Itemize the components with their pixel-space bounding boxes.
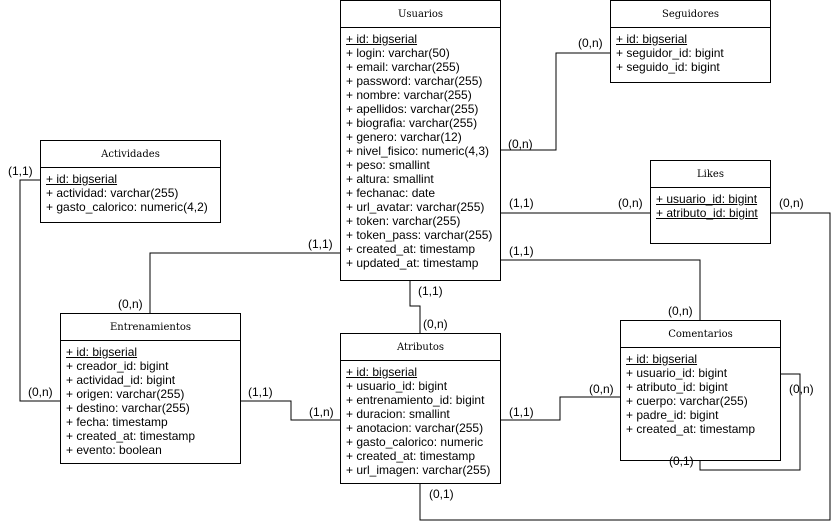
cardinality-label: (1,1) — [509, 244, 534, 258]
attribute-pk: + id: bigserial — [626, 352, 698, 366]
line-atributos-likes — [419, 212, 831, 521]
attribute: + url_avatar: varchar(255) — [346, 200, 485, 214]
attribute-list: + id: bigserial + creador_id: bigint + a… — [61, 341, 240, 457]
cardinality-label: (0,n) — [118, 297, 143, 311]
cardinality-label: (0,1) — [429, 487, 454, 501]
attribute: + padre_id: bigint — [626, 408, 719, 422]
attribute: + email: varchar(255) — [346, 60, 460, 74]
attribute: + created_at: timestamp — [66, 429, 196, 443]
line-actividades-entrenamientos — [19, 179, 60, 402]
attribute-pk: + atributo_id: bigint — [656, 206, 758, 220]
attribute: + password: varchar(255) — [346, 74, 483, 88]
cardinality-label: (0,1) — [669, 454, 694, 468]
line-usuarios-atributos — [409, 280, 421, 333]
attribute: + seguido_id: bigint — [616, 60, 720, 74]
entity-title: Actividades — [41, 141, 220, 168]
attribute: + actividad_id: bigint — [66, 373, 176, 387]
entity-actividades[interactable]: Actividades + id: bigserial + actividad:… — [40, 140, 221, 223]
cardinality-label: (0,n) — [779, 196, 804, 210]
attribute: + gasto_calorico: numeric — [346, 435, 484, 449]
line-entrenamientos-atributos — [240, 400, 340, 421]
attribute-pk: + id: bigserial — [616, 32, 688, 46]
attribute-list: + usuario_id: bigint + atributo_id: bigi… — [651, 188, 770, 220]
attribute: + nombre: varchar(255) — [346, 88, 472, 102]
entity-title: Usuarios — [341, 1, 500, 28]
attribute-list: + id: bigserial + usuario_id: bigint + a… — [621, 348, 780, 436]
line-atributos-comentarios — [500, 396, 620, 421]
cardinality-label: (0,n) — [578, 36, 603, 50]
attribute: + nivel_fisico: numeric(4,3) — [346, 144, 490, 158]
attribute: + atributo_id: bigint — [626, 380, 728, 394]
attribute: + biografia: varchar(255) — [346, 116, 478, 130]
entity-likes[interactable]: Likes + usuario_id: bigint + atributo_id… — [650, 160, 771, 244]
attribute: + created_at: timestamp — [346, 449, 476, 463]
cardinality-label: (1,1) — [308, 237, 333, 251]
attribute: + entrenamiento_id: bigint — [346, 393, 485, 407]
attribute-list: + id: bigserial + actividad: varchar(255… — [41, 168, 220, 214]
cardinality-label: (1,1) — [418, 284, 443, 298]
attribute: + duracion: smallint — [346, 407, 450, 421]
cardinality-label: (0,n) — [589, 382, 614, 396]
cardinality-label: (0,n) — [28, 385, 53, 399]
attribute: + genero: varchar(12) — [346, 130, 462, 144]
cardinality-label: (1,1) — [509, 196, 534, 210]
entity-comentarios[interactable]: Comentarios + id: bigserial + usuario_id… — [620, 320, 781, 461]
attribute-pk: + id: bigserial — [46, 172, 118, 186]
attribute: + origen: varchar(255) — [66, 387, 185, 401]
cardinality-label: (1,1) — [248, 385, 273, 399]
attribute: + url_imagen: varchar(255) — [346, 463, 491, 477]
attribute: + cuerpo: varchar(255) — [626, 394, 748, 408]
cardinality-label: (1,1) — [509, 405, 534, 419]
attribute: + actividad: varchar(255) — [46, 186, 179, 200]
attribute: + altura: smallint — [346, 172, 434, 186]
entity-atributos[interactable]: Atributos + id: bigserial + usuario_id: … — [340, 333, 501, 484]
attribute-list: + id: bigserial + usuario_id: bigint + e… — [341, 361, 500, 477]
attribute: + updated_at: timestamp — [346, 256, 479, 270]
attribute: + usuario_id: bigint — [626, 366, 728, 380]
attribute: + token_pass: varchar(255) — [346, 228, 493, 242]
attribute: + evento: boolean — [66, 443, 162, 457]
entity-title: Seguidores — [611, 1, 770, 28]
attribute: + gasto_calorico: numeric(4,2) — [46, 200, 208, 214]
cardinality-label: (0,n) — [508, 137, 533, 151]
attribute-list: + id: bigserial + login: varchar(50) + e… — [341, 28, 500, 270]
attribute-pk: + id: bigserial — [346, 32, 418, 46]
entity-title: Comentarios — [621, 321, 780, 348]
cardinality-label: (0,n) — [668, 304, 693, 318]
attribute-list: + id: bigserial + seguidor_id: bigint + … — [611, 28, 770, 74]
cardinality-label: (1,n) — [309, 405, 334, 419]
attribute: + login: varchar(50) — [346, 46, 450, 60]
line-usuarios-seguidores — [500, 52, 610, 151]
attribute: + created_at: timestamp — [626, 422, 756, 436]
attribute-pk: + id: bigserial — [346, 365, 418, 379]
attribute: + usuario_id: bigint — [346, 379, 448, 393]
entity-title: Likes — [651, 161, 770, 188]
attribute: + fechanac: date — [346, 186, 436, 200]
entity-seguidores[interactable]: Seguidores + id: bigserial + seguidor_id… — [610, 0, 771, 83]
line-comentarios-self — [699, 373, 801, 471]
cardinality-label: (0,n) — [423, 317, 448, 331]
attribute: + apellidos: varchar(255) — [346, 102, 479, 116]
attribute-pk: + usuario_id: bigint — [656, 192, 758, 206]
attribute: + created_at: timestamp — [346, 242, 476, 256]
cardinality-label: (1,1) — [8, 164, 33, 178]
line-usuarios-entrenamientos — [149, 252, 340, 313]
entity-usuarios[interactable]: Usuarios + id: bigserial + login: varcha… — [340, 0, 501, 281]
cardinality-label: (0,n) — [789, 382, 814, 396]
line-usuarios-comentarios — [500, 259, 701, 320]
attribute: + creador_id: bigint — [66, 359, 169, 373]
entity-title: Entrenamientos — [61, 314, 240, 341]
cardinality-label: (0,n) — [618, 196, 643, 210]
attribute-pk: + id: bigserial — [66, 345, 138, 359]
entity-title: Atributos — [341, 334, 500, 361]
attribute: + anotacion: varchar(255) — [346, 421, 484, 435]
attribute: + token: varchar(255) — [346, 214, 461, 228]
entity-entrenamientos[interactable]: Entrenamientos + id: bigserial + creador… — [60, 313, 241, 464]
attribute: + peso: smallint — [346, 158, 430, 172]
attribute: + destino: varchar(255) — [66, 401, 190, 415]
attribute: + fecha: timestamp — [66, 415, 168, 429]
attribute: + seguidor_id: bigint — [616, 46, 724, 60]
